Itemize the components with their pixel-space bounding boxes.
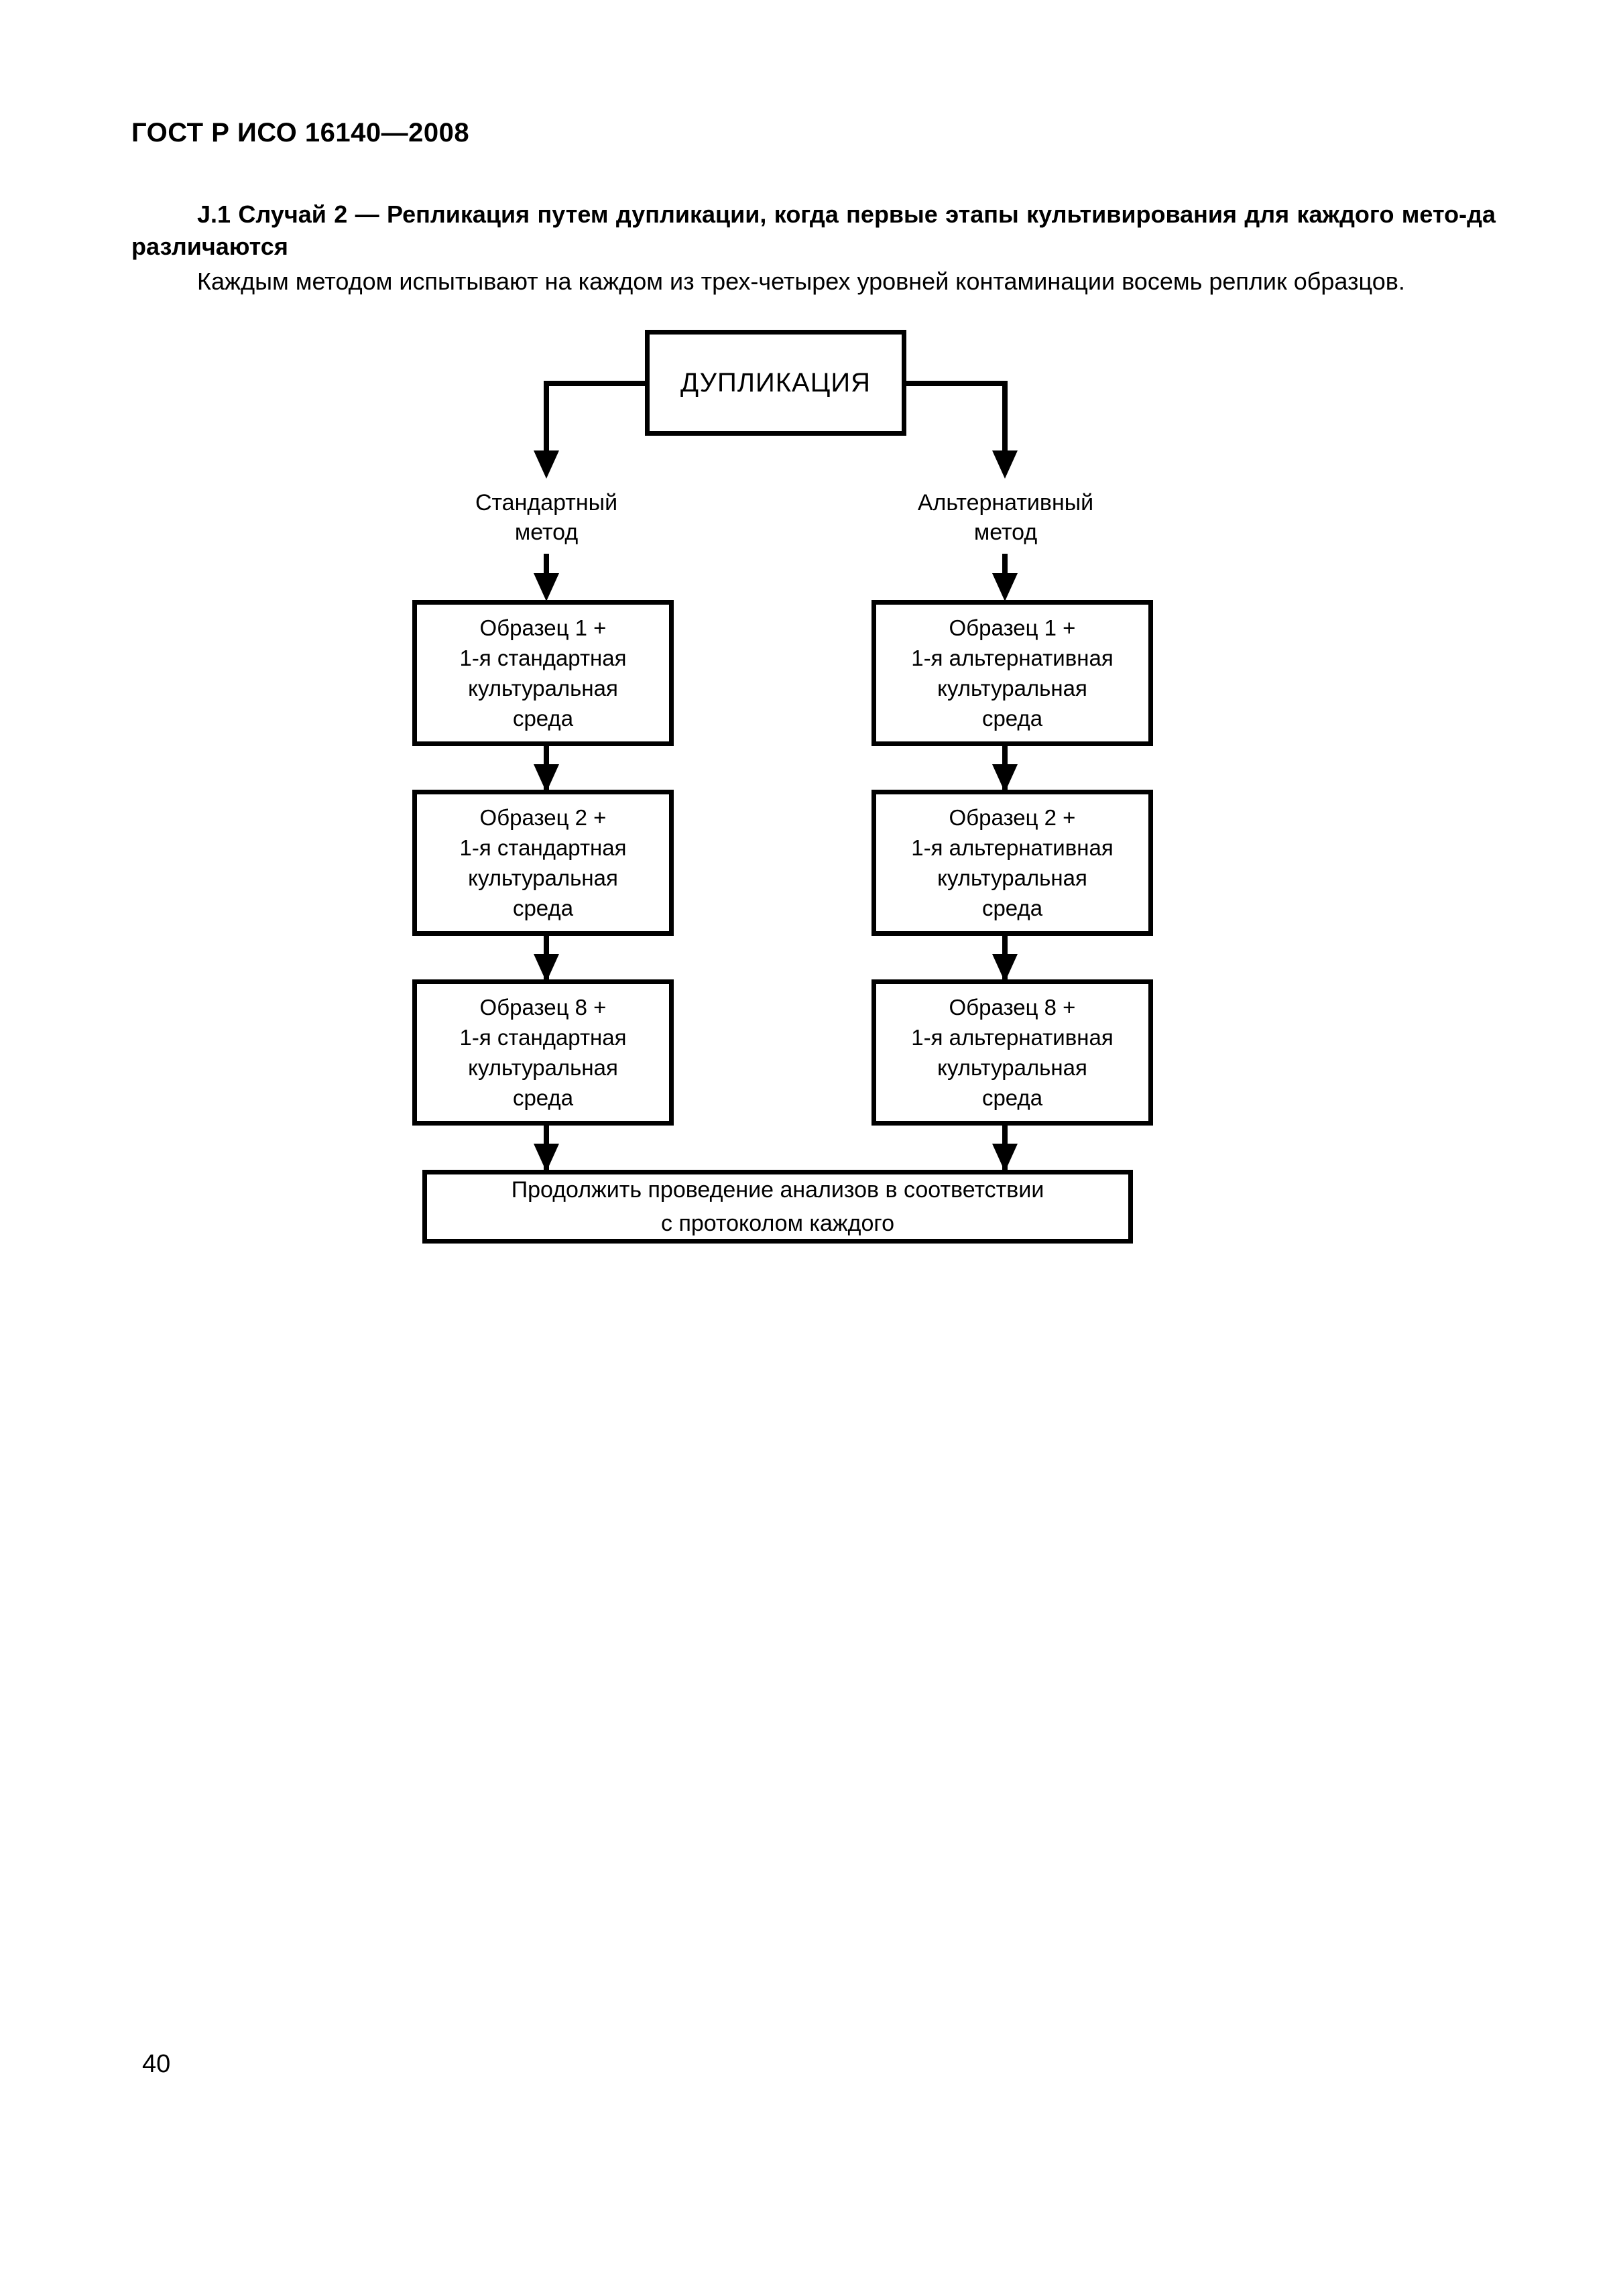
arrowhead-alternative-1-2 [992, 764, 1018, 792]
clause-heading: J.1 Случай 2 — Репликация путем дупликац… [131, 200, 1496, 260]
flow-node-standard-step-2: Образец 2 + 1-я стандартная культуральна… [412, 790, 674, 936]
connector-standard-to-step1 [544, 554, 549, 582]
flow-node-tail: Продолжить проведение анализов в соответ… [422, 1170, 1133, 1244]
flow-node-alternative-step-2: Образец 2 + 1-я альтернативная культурал… [871, 790, 1153, 936]
arrowhead-standard-2-8 [534, 954, 559, 982]
connector-root-right-horizontal [902, 381, 1008, 386]
connector-root-left-vertical [544, 381, 549, 455]
arrowhead-standard-tail [534, 1144, 559, 1172]
clause-paragraph: Каждым методом испытывают на каждом из т… [197, 267, 1405, 295]
document-header: ГОСТ Р ИСО 16140—2008 [131, 118, 470, 147]
arrowhead-standard-step1 [534, 573, 559, 601]
arrowhead-alternative-2-8 [992, 954, 1018, 982]
connector-alternative-to-step1 [1002, 554, 1008, 582]
arrowhead-standard-1-2 [534, 764, 559, 792]
flow-node-alternative-step-8: Образец 8 + 1-я альтернативная культурал… [871, 979, 1153, 1126]
branch-label-alternative: Альтернативный метод [917, 490, 1094, 545]
connector-root-right-vertical [1002, 381, 1008, 455]
arrowhead-alternative-tail [992, 1144, 1018, 1172]
page-number: 40 [142, 2050, 171, 2078]
flow-node-root: ДУПЛИКАЦИЯ [645, 330, 906, 436]
flow-node-alternative-step-1: Образец 1 + 1-я альтернативная культурал… [871, 600, 1153, 746]
arrowhead-root-right [992, 450, 1018, 479]
arrowhead-alternative-step1 [992, 573, 1018, 601]
connector-root-left-horizontal [544, 381, 650, 386]
text-block: J.1 Случай 2 — Репликация путем дупликац… [131, 198, 1496, 298]
flow-node-standard-step-1: Образец 1 + 1-я стандартная культуральна… [412, 600, 674, 746]
arrowhead-root-left [534, 450, 559, 479]
flow-node-standard-step-8: Образец 8 + 1-я стандартная культуральна… [412, 979, 674, 1126]
branch-label-standard: Стандартный метод [475, 490, 618, 545]
